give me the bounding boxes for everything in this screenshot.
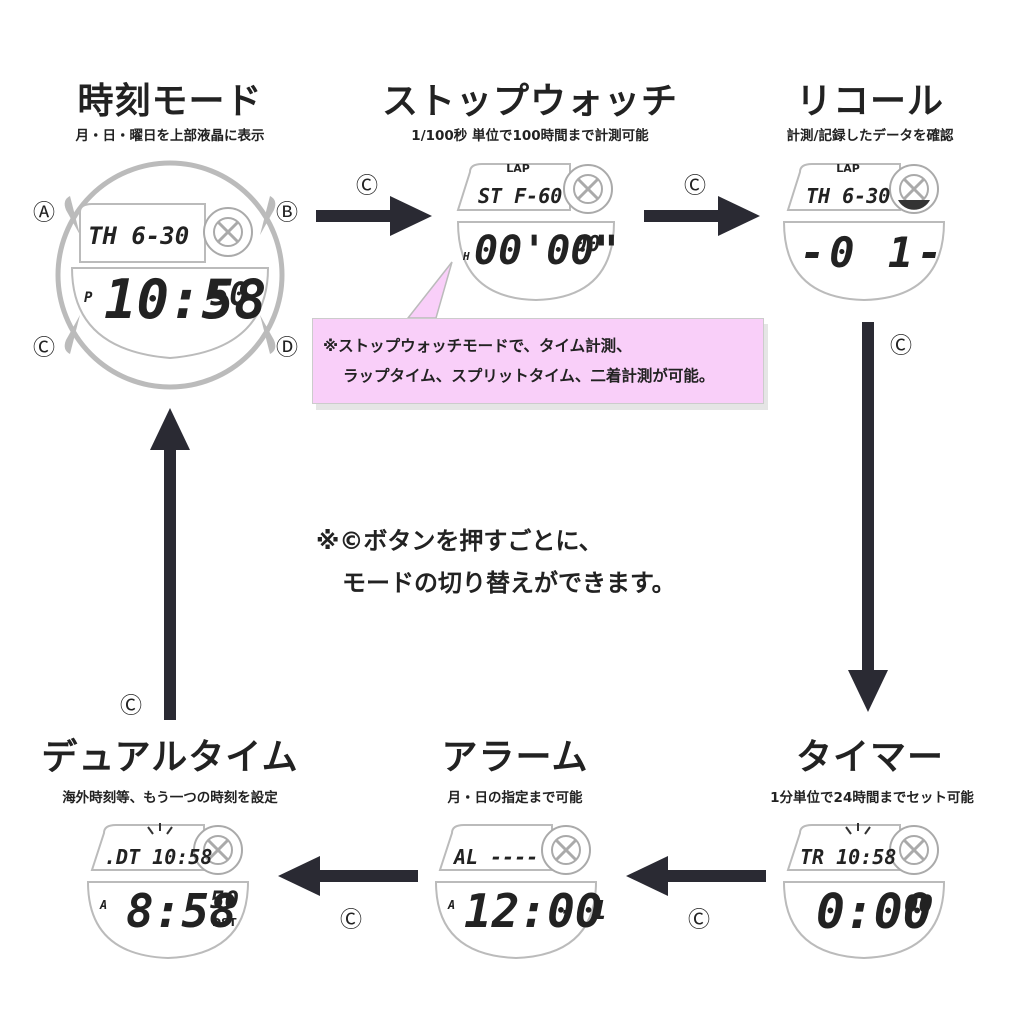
time-upper-display: TH 6-30 [88, 222, 190, 250]
recall-main-display: -0 1- [800, 228, 947, 277]
dualtime-am-indicator: A [100, 898, 108, 912]
button-a-label: Ⓐ [33, 201, 56, 226]
timer-subtitle: 1分単位で24時間までセット可能 [770, 790, 974, 806]
c-button-icon: Ⓒ [340, 908, 363, 933]
timer-main-display: 0:00 [816, 884, 932, 940]
dualtime-main-display: 8:58 [126, 884, 237, 938]
button-d-label: Ⓓ [276, 336, 299, 361]
alarm-upper-display: AL ---- [454, 845, 539, 869]
timer-watch [782, 823, 946, 960]
recall-title: リコール [795, 81, 944, 122]
time-seconds-display: 50 [210, 275, 249, 313]
button-b-label: Ⓑ [276, 201, 299, 226]
time-main-display: 10:58 [104, 268, 267, 331]
stopwatch-subtitle: 1/100秒 単位で100時間まで計測可能 [411, 128, 649, 144]
stopwatch-title: ストップウォッチ [381, 81, 678, 122]
stopwatch-main-display: 00'00" [474, 228, 619, 274]
recall-lap-label: LAP [836, 162, 860, 175]
alarm-subtitle: 月・日の指定まで可能 [447, 790, 583, 806]
recall-upper-display: TH 6-30 [806, 184, 891, 208]
button-c-label: Ⓒ [33, 336, 56, 361]
timer-seconds-display: 00 [904, 890, 933, 918]
alarm-am-indicator: A [448, 898, 456, 912]
alarm-date-display: - 1 [560, 896, 607, 926]
stopwatch-hundredths-display: 00 [574, 232, 601, 257]
stopwatch-lap-label: LAP [506, 162, 530, 175]
dualtime-seconds-display: 50 [210, 886, 239, 914]
time-mode-title: 時刻モード [77, 81, 263, 122]
blink-marks [845, 823, 871, 835]
time-mode-watch [55, 160, 285, 390]
alarm-watch [434, 824, 598, 960]
dualtime-subtitle: 海外時刻等、もう一つの時刻を設定 [62, 790, 278, 806]
dualtime-title: デュアルタイム [41, 737, 299, 778]
alarm-title: アラーム [441, 737, 589, 778]
stopwatch-upper-display: ST F-60 [478, 184, 563, 208]
mode-switch-note: ※©ボタンを押すごとに、 モードの切り替えができます。 [316, 520, 736, 604]
alarm-main-display: 12:00 [464, 884, 603, 938]
c-button-icon: Ⓒ [684, 174, 707, 199]
stopwatch-note-line2: ラップタイム、スプリットタイム、二着計測が可能。 [343, 367, 715, 385]
c-button-icon: Ⓒ [688, 908, 711, 933]
dualtime-dst-indicator: DST [212, 916, 237, 929]
c-button-icon: Ⓒ [356, 174, 379, 199]
mode-switch-note-line2: モードの切り替えができます。 [342, 569, 676, 597]
dualtime-upper-display: .DT 10:58 [104, 845, 213, 869]
time-pm-indicator: P [84, 290, 93, 306]
dualtime-watch [86, 823, 250, 960]
recall-watch [782, 163, 946, 302]
mode-switch-note-line1: ※©ボタンを押すごとに、 [316, 527, 603, 555]
timer-title: タイマー [795, 737, 944, 778]
stopwatch-note-line1: ※ストップウォッチモードで、タイム計測、 [323, 337, 632, 355]
stopwatch-hour-label: H [463, 250, 470, 263]
blink-marks [147, 823, 173, 835]
callout-pointer [406, 261, 453, 319]
c-button-icon: Ⓒ [120, 694, 143, 719]
time-mode-subtitle: 月・日・曜日を上部液晶に表示 [75, 128, 265, 144]
recall-subtitle: 計測/記録したデータを確認 [786, 128, 954, 144]
stopwatch-note: ※ストップウォッチモードで、タイム計測、 ラップタイム、スプリットタイム、二着計… [312, 318, 764, 404]
c-button-icon: Ⓒ [890, 334, 913, 359]
stopwatch-watch [456, 163, 616, 302]
flow-arrows [150, 196, 888, 896]
timer-upper-display: TR 10:58 [800, 845, 897, 869]
